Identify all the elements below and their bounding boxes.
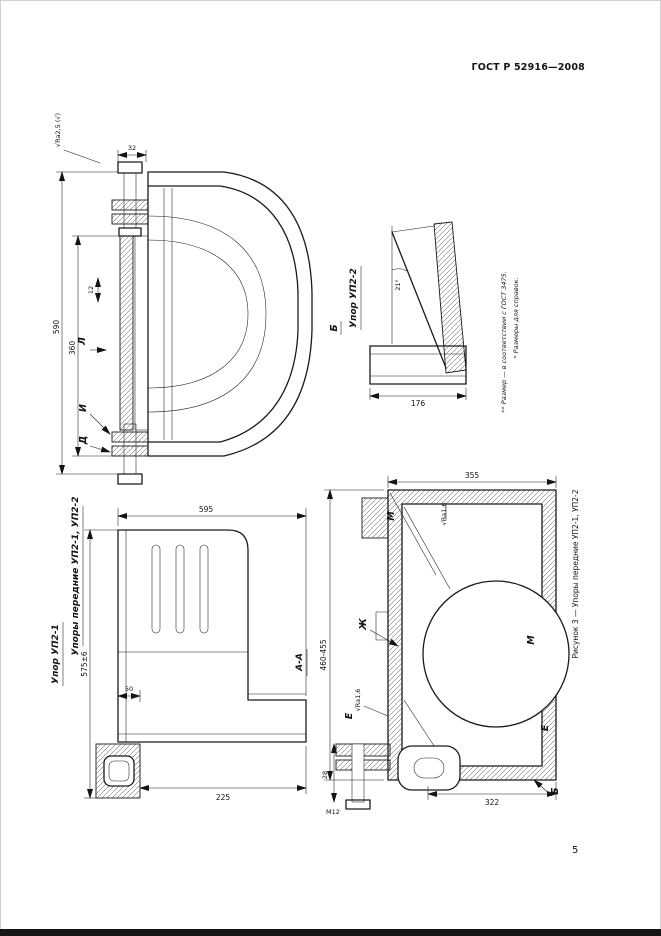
letter-m-right: М: [526, 635, 537, 645]
link-plate: [397, 745, 461, 791]
view-letter-i: И: [78, 404, 89, 412]
letter-e-right: Е: [540, 724, 551, 731]
main-section-view: √Ra2,5 (√) 590 360 32 12 Л И Д: [52, 113, 313, 485]
dim-225: 225: [216, 793, 231, 802]
section-aa-title: А-А: [295, 653, 305, 672]
surface-finish-1: √Ra1,6: [440, 503, 448, 526]
surface-finish-2: √Ra1,6: [354, 689, 362, 712]
section-view-aa: А-А 460-455 355 322 28 М12 √Ra1,6 √Ra1,6…: [295, 471, 570, 816]
stop-body-outline: [147, 171, 313, 457]
view-b-label: Б: [329, 324, 340, 331]
footnote-1: * Размеры для справок.: [512, 277, 520, 358]
lightening-hole: [422, 580, 570, 728]
dim-50: 50: [125, 685, 133, 693]
dim-top-355: 355: [465, 471, 480, 480]
angle-21: 21°: [394, 279, 402, 291]
letter-m-top: М: [386, 511, 397, 521]
dim-32: 32: [128, 144, 136, 152]
view-letter-l: Л: [77, 337, 88, 346]
view-b-up2-2: Упор УП2-2 Б 21° 176: [329, 221, 467, 408]
mounting-plate-section: [119, 235, 134, 431]
view-letter-d: Д: [78, 436, 89, 445]
dim-bottom-322: 322: [485, 798, 500, 807]
dim-360: 360: [68, 341, 77, 356]
letter-e-left: Е: [344, 712, 355, 719]
standard-number-header: ГОСТ Р 52916—2008: [471, 62, 585, 73]
dim-595: 595: [199, 505, 214, 514]
dim-176: 176: [411, 399, 426, 408]
letter-zh: Ж: [358, 618, 369, 631]
figure-group-title: Упоры передние УП2-1, УП2-2: [71, 497, 81, 656]
dim-590: 590: [52, 320, 61, 335]
page-number: 5: [572, 845, 579, 856]
bolt-head: [117, 161, 143, 174]
surface-finish-mark: √Ra2,5 (√): [54, 113, 62, 147]
footnotes: * Размеры для справок. ** Размер — в соо…: [500, 271, 520, 413]
footnote-2: ** Размер — в соответствии с ГОСТ 3475.: [500, 271, 508, 413]
plan-outline: [117, 529, 307, 743]
dim-left-460-455: 460-455: [319, 639, 328, 671]
figure-caption: Рисунок 3 — Упоры передние УП2-1, УП2-2: [571, 489, 580, 659]
plan-view-title: Упор УП2-1: [51, 624, 61, 684]
view-b-title: Упор УП2-2: [349, 268, 359, 328]
dim-12: 12: [87, 286, 95, 294]
thread-label: М12: [326, 808, 340, 816]
page-edge-bar: [0, 929, 661, 936]
letter-b-view: Б: [550, 787, 561, 794]
dim-575: 575±6: [80, 651, 89, 677]
dim-28: 28: [321, 771, 329, 779]
plan-view-up2-1: Упоры передние УП2-1, УП2-2 Упор УП2-1 5…: [51, 497, 307, 802]
